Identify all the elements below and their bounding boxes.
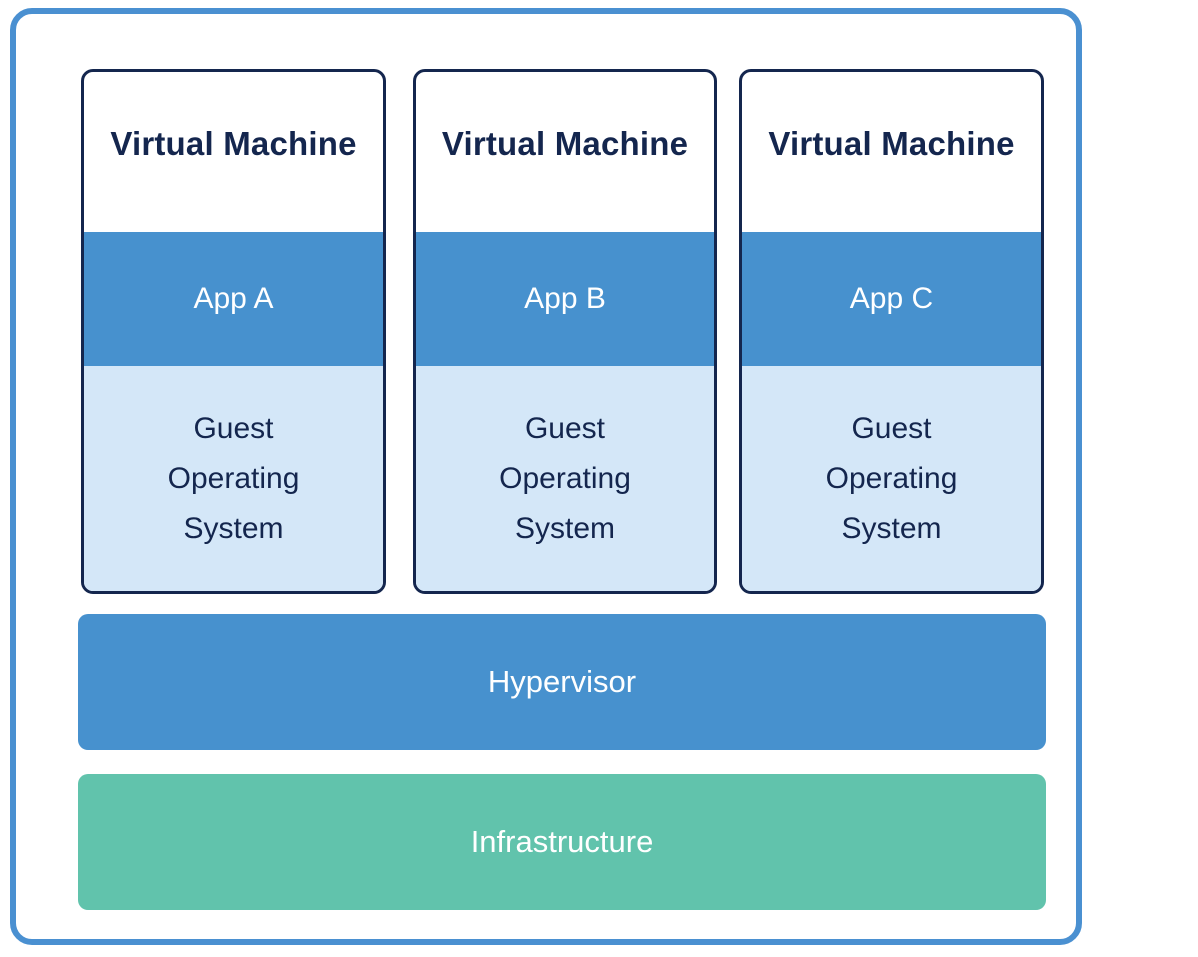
guest-os-band: Guest Operating System xyxy=(84,366,383,591)
vm-title: Virtual Machine xyxy=(441,125,689,162)
virtualization-diagram-frame: Virtual Machine App A Guest Operating Sy… xyxy=(10,8,1082,945)
guest-os-band: Guest Operating System xyxy=(742,366,1041,591)
guest-os-label: Guest Operating System xyxy=(499,411,631,545)
app-c-band: App C xyxy=(742,232,1041,366)
app-b-band: App B xyxy=(416,232,714,366)
guest-os-label: Guest Operating System xyxy=(825,411,958,545)
vm-box-2: Virtual Machine App B Guest Operating Sy… xyxy=(413,69,717,594)
guest-os-label: Guest Operating System xyxy=(167,411,300,545)
vm-title: Virtual Machine xyxy=(768,125,1015,162)
vm-box-1: Virtual Machine App A Guest Operating Sy… xyxy=(81,69,386,594)
hypervisor-layer: Hypervisor xyxy=(78,614,1046,750)
vm-title: Virtual Machine xyxy=(110,125,357,162)
vm-box-3: Virtual Machine App C Guest Operating Sy… xyxy=(739,69,1044,594)
app-a-band: App A xyxy=(84,232,383,366)
infrastructure-layer: Infrastructure xyxy=(78,774,1046,910)
guest-os-band: Guest Operating System xyxy=(416,366,714,591)
